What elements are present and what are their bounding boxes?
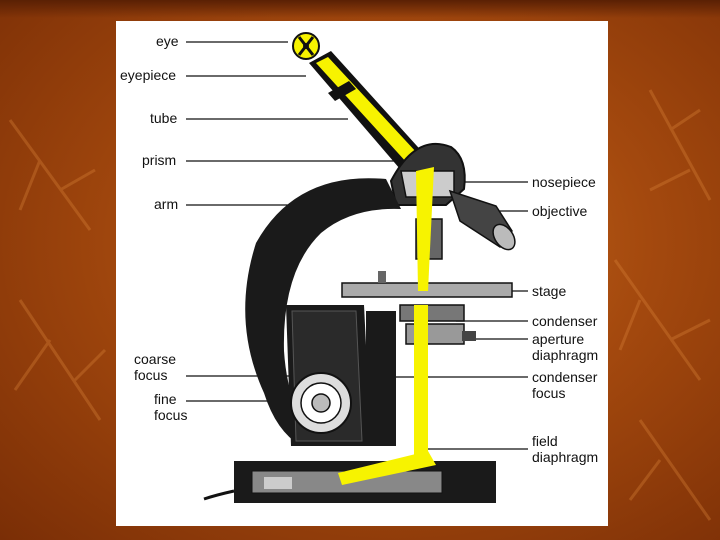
label-coarse-focus: coarse focus bbox=[134, 351, 177, 383]
microscope-diagram-panel: eye eyepiece tube prism arm coarse focus… bbox=[116, 21, 608, 526]
tube-shape bbox=[309, 51, 436, 183]
condenser-shape bbox=[399, 304, 476, 345]
focus-knob-shape bbox=[290, 372, 352, 434]
arm-shape bbox=[245, 178, 401, 446]
slide-top-shade bbox=[0, 0, 720, 18]
label-eye: eye bbox=[156, 33, 179, 49]
microscope-diagram bbox=[186, 32, 528, 503]
label-nosepiece: nosepiece bbox=[532, 174, 596, 190]
eye-shape bbox=[292, 32, 320, 60]
label-condenser-focus: condenser focus bbox=[532, 369, 598, 401]
label-aperture-diaphragm: aperture diaphragm bbox=[532, 331, 599, 363]
light-path bbox=[338, 167, 436, 485]
label-objective: objective bbox=[532, 203, 588, 219]
label-stage: stage bbox=[532, 283, 567, 299]
label-fine-focus: fine focus bbox=[154, 391, 188, 423]
label-arm: arm bbox=[154, 196, 179, 212]
label-condenser: condenser bbox=[532, 313, 598, 329]
label-tube: tube bbox=[150, 110, 178, 126]
label-field-diaphragm: field diaphragm bbox=[532, 433, 599, 465]
label-eyepiece: eyepiece bbox=[120, 67, 177, 83]
label-prism: prism bbox=[142, 152, 177, 168]
